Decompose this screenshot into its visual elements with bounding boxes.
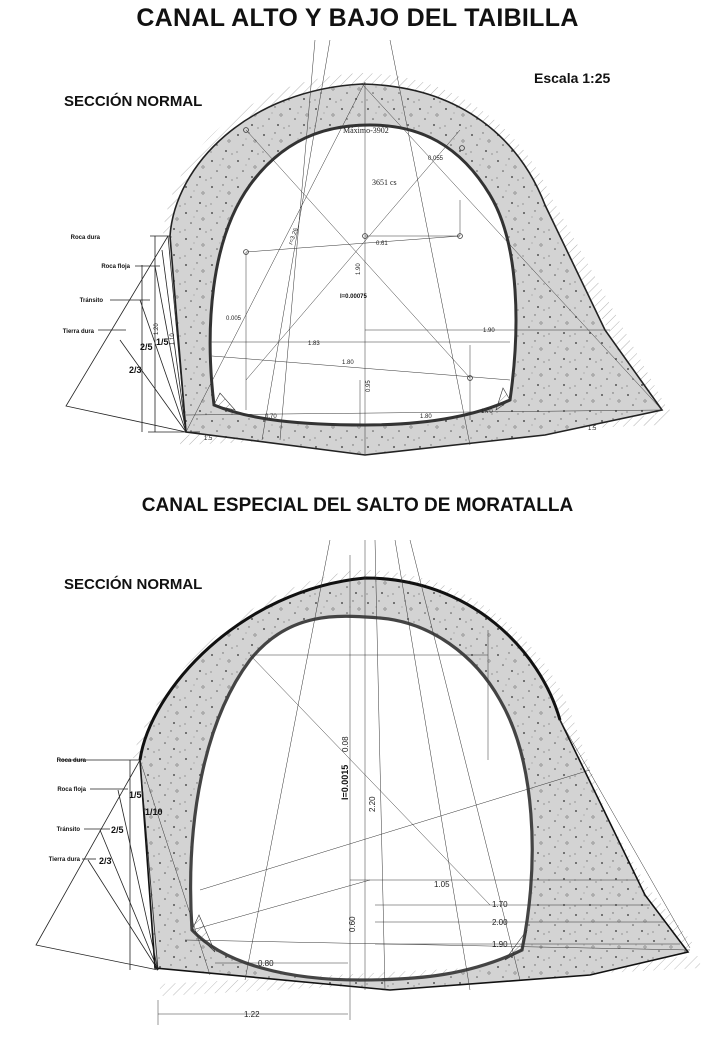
- top-dim: 0.005: [226, 316, 242, 322]
- top-soil-transito: Tránsito: [80, 298, 104, 304]
- top-dim: 0.95: [366, 380, 372, 392]
- top-note-maximo: Máximo-3902: [343, 126, 389, 135]
- title-bottom: CANAL ESPECIAL DEL SALTO DE MORATALLA: [141, 495, 574, 516]
- bottom-soil-tierra-dura: Tierra dura: [49, 857, 81, 863]
- bottom-slope-1-5: 1/5: [129, 790, 142, 800]
- section-label-bottom: SECCIÓN NORMAL: [64, 576, 203, 593]
- bottom-dim: 0.60: [348, 916, 357, 932]
- top-dim: 1.90: [483, 328, 495, 334]
- top-dim: 1.70: [481, 409, 493, 415]
- bottom-dim: 1.70: [492, 900, 508, 909]
- bottom-dim: 0.80: [258, 959, 274, 968]
- top-slope-2-5: 2/5: [140, 342, 153, 352]
- top-dim: 1.90: [356, 263, 362, 275]
- top-note-area: 3651 cs: [372, 178, 397, 187]
- bottom-note-slope: I=0.0015: [340, 765, 350, 800]
- top-dim: 0.70: [265, 414, 277, 420]
- bottom-lining: [139, 577, 690, 991]
- top-slope-1-5: 1/5: [156, 337, 169, 347]
- scale-label: Escala 1:25: [534, 70, 611, 86]
- top-soil-roca-dura: Roca dura: [71, 235, 101, 241]
- top-soil-tierra-dura: Tierra dura: [63, 329, 95, 335]
- top-note-slope: I=0.00075: [340, 294, 368, 300]
- bottom-dim: 2.20: [368, 796, 377, 812]
- top-dim: 1.5: [204, 436, 213, 442]
- top-slope-2-3: 2/3: [129, 365, 142, 375]
- bottom-slope-1-10: 1/10: [145, 807, 163, 817]
- section-label-top: SECCIÓN NORMAL: [64, 93, 203, 110]
- title-top: CANAL ALTO Y BAJO DEL TAIBILLA: [136, 4, 579, 32]
- top-section-diagram: Roca dura Roca floja Tránsito Tierra dur…: [63, 39, 670, 456]
- top-dim: r=3.26: [288, 227, 300, 246]
- top-dim: 0.055: [428, 156, 444, 162]
- bottom-dim: 1.90: [492, 940, 508, 949]
- top-soil-roca-floja: Roca floja: [101, 264, 130, 270]
- bottom-dim: 1.22: [244, 1010, 260, 1019]
- top-dim: 1.5: [588, 426, 597, 432]
- bottom-section-diagram: Roca dura Roca floja Tránsito Tierra dur…: [35, 539, 701, 1025]
- bottom-slope-2-3: 2/3: [99, 856, 112, 866]
- bottom-soil-roca-floja: Roca floja: [57, 787, 86, 793]
- top-dim: 1.10: [170, 333, 176, 345]
- bottom-dim: 2.00: [492, 918, 508, 927]
- bottom-slope-2-5: 2/5: [111, 825, 124, 835]
- top-dim: 1.80: [420, 414, 432, 420]
- bottom-soil-roca-dura: Roca dura: [57, 758, 87, 764]
- top-dim: 1.20: [154, 323, 160, 335]
- bottom-dim: 0.08: [341, 736, 350, 752]
- bottom-soil-transito: Tránsito: [57, 827, 81, 833]
- top-dim: 1.83: [308, 341, 320, 347]
- bottom-dim: 1.05: [434, 880, 450, 889]
- top-dim: 0.61: [376, 241, 388, 247]
- top-dim: 1.80: [342, 360, 354, 366]
